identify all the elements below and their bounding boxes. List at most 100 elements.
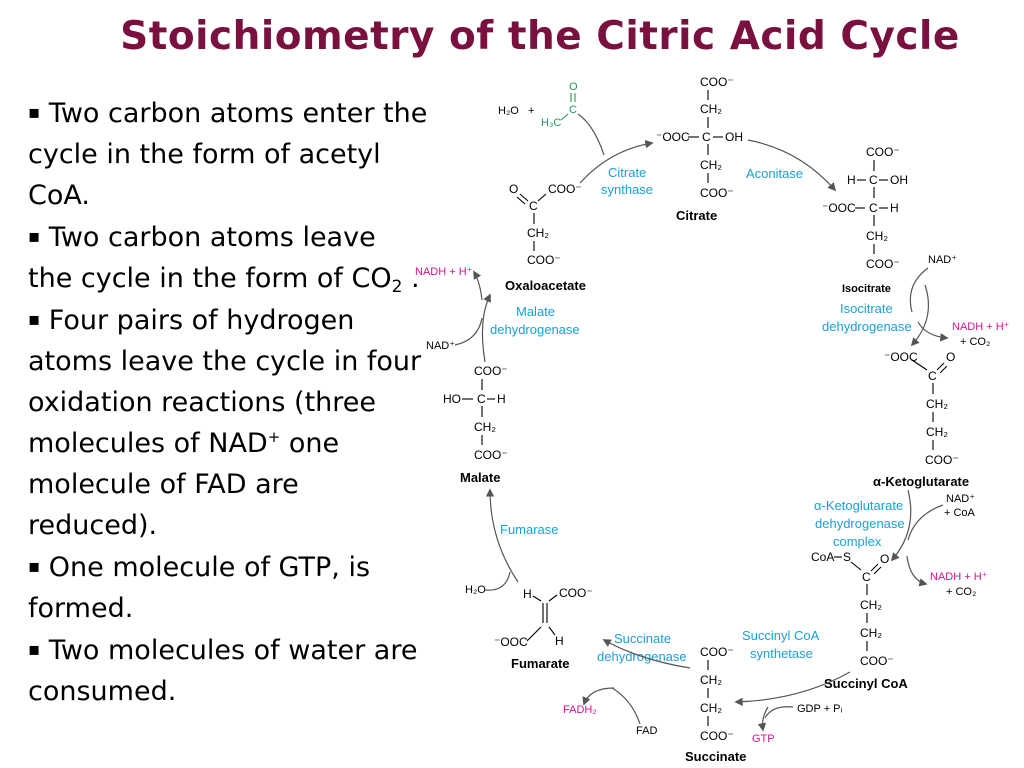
cofactor-labels: NAD⁺ NADH + H⁺ + CO₂ NAD⁺ + CoA NADH + H…	[415, 254, 1010, 745]
methylene-group: CH₂	[926, 397, 948, 411]
arrow-nad-input	[909, 267, 929, 313]
carbon-atom: C	[869, 201, 878, 215]
arrow-nad-input	[454, 317, 483, 346]
enzyme-alpha-ketoglutarate-dh-complex: complex	[833, 534, 882, 549]
nadh-label: NADH + H⁺	[930, 571, 988, 583]
enzyme-citrate-synthase: synthase	[601, 182, 653, 197]
enzyme-alpha-ketoglutarate-dh-complex: α-Ketoglutarate	[814, 498, 903, 513]
oxaloacetate-label: Oxaloacetate	[505, 278, 586, 293]
succinate-label: Succinate	[685, 749, 746, 764]
methyl-group: H₃C	[541, 117, 561, 129]
gdp-pi-label: GDP + Pᵢ	[797, 703, 843, 715]
methylene-group: CH₂	[700, 102, 722, 116]
arrow-isocitrate-to-alpha-ketoglutarate	[910, 284, 930, 347]
hydroxyl-group: OH	[725, 130, 743, 144]
bond	[911, 359, 928, 371]
bond	[537, 193, 547, 202]
carbon-atom: C	[862, 570, 871, 584]
methylene-group: CH₂	[527, 226, 549, 240]
bullet-icon: ▪	[28, 226, 41, 247]
nad-plus-label: NAD⁺	[426, 340, 455, 352]
enzyme-succinyl-coa-synthetase: synthetase	[750, 646, 813, 661]
carboxylate-group: COO⁻	[860, 654, 894, 668]
h2o-label: H₂O	[498, 105, 519, 117]
malate-label: Malate	[460, 470, 500, 485]
hydrogen-atom: H	[890, 201, 899, 215]
carboxylate-group: COO⁻	[700, 729, 734, 743]
fad-label: FAD	[636, 725, 657, 737]
nadh-label: NADH + H⁺	[952, 321, 1010, 333]
carboxylate-group: COO⁻	[866, 145, 900, 159]
bullet-icon: ▪	[28, 309, 41, 330]
arrow-nadh-output	[917, 321, 949, 342]
sulfur-atom: S	[843, 550, 851, 564]
h2o-label: H₂O	[465, 584, 486, 596]
bullet-icon: ▪	[28, 102, 41, 123]
bullet-icon: ▪	[28, 639, 41, 660]
enzyme-malate-dehydrogenase: dehydrogenase	[490, 322, 580, 337]
arrow-nadh-co2-output	[906, 555, 928, 587]
methylene-group: CH₂	[700, 673, 722, 687]
bullet-item: ▪ Two molecules of water are consumed.	[28, 629, 428, 712]
coa-label: + CoA	[944, 507, 976, 519]
arrow-h2o-input	[484, 571, 511, 591]
bullet-text: Two carbon atoms enter the cycle in the …	[28, 98, 428, 211]
subscript: 2	[391, 277, 403, 297]
keto-oxygen: O	[509, 182, 518, 196]
carbon-atom: C	[928, 369, 937, 383]
hydrogen-atom: H	[555, 634, 564, 648]
nad-plus-label: NAD⁺	[928, 254, 957, 266]
thioester-oxygen: O	[880, 552, 889, 566]
citrate-label: Citrate	[676, 208, 717, 223]
arrow-succinyl-coa-to-succinate	[734, 671, 851, 706]
fumarate-structure: H COO⁻ ⁻OOC H Fumarate	[494, 586, 593, 671]
enzyme-succinyl-coa-synthetase: Succinyl CoA	[742, 628, 820, 643]
gtp-label: GTP	[752, 733, 775, 745]
bond	[548, 594, 558, 602]
arrow-fadh2-output	[582, 687, 615, 706]
carbon-atom: C	[702, 130, 711, 144]
bullet-text: Two carbon atoms leave the cycle in the …	[28, 222, 392, 294]
bond	[532, 595, 542, 602]
enzyme-isocitrate-dehydrogenase: Isocitrate	[840, 301, 893, 316]
bullet-item: ▪ One molecule of GTP, is formed.	[28, 546, 428, 629]
carboxylate-group: COO⁻	[527, 253, 561, 267]
co2-label: + CO₂	[946, 586, 976, 598]
nadh-label: NADH + H⁺	[415, 266, 473, 278]
bullet-item: ▪ Four pairs of hydrogen atoms leave the…	[28, 299, 428, 546]
alpha-ketoglutarate-structure: ⁻OOC C O CH₂ CH₂ COO⁻ α-Ketoglutarate	[873, 350, 969, 489]
carboxylate-group: COO⁻	[866, 257, 900, 271]
arrow-oxaloacetate-to-citrate	[579, 139, 654, 184]
arrow-gtp-output	[757, 706, 769, 732]
bond	[548, 626, 556, 636]
bullet-text: Two molecules of water are consumed.	[28, 635, 418, 707]
double-bond	[516, 196, 526, 205]
methylene-group: CH₂	[866, 229, 888, 243]
carboxylate-group: COO⁻	[700, 186, 734, 200]
double-bond	[519, 193, 529, 202]
citrate-structure: COO⁻ CH₂ ⁻OOC C OH CH₂ COO⁻ Citrate	[656, 75, 743, 223]
methylene-group: CH₂	[860, 626, 882, 640]
carboxylate-group: ⁻OOC	[494, 635, 528, 649]
bond	[850, 561, 862, 571]
fadh2-label: FADH₂	[563, 704, 597, 716]
hydroxyl-group: OH	[890, 173, 908, 187]
hydrogen-atom: H	[523, 587, 532, 601]
arrow-fad-input	[611, 687, 641, 725]
enzyme-malate-dehydrogenase: Malate	[516, 304, 555, 319]
isocitrate-label: Isocitrate	[842, 283, 891, 295]
carboxylate-group: COO⁻	[700, 645, 734, 659]
methylene-group: CH₂	[474, 420, 496, 434]
arrow-fumarate-to-malate	[485, 488, 519, 583]
arrow-gdp-input	[764, 706, 794, 719]
plus-sign: +	[528, 105, 534, 117]
hydrogen-atom: H	[847, 173, 856, 187]
arrow-citrate-to-isocitrate	[747, 139, 837, 192]
enzyme-succinate-dehydrogenase: Succinate	[614, 631, 671, 646]
double-bond	[873, 566, 882, 575]
oxaloacetate-structure: O C COO⁻ CH₂ COO⁻ Oxaloacetate	[505, 182, 586, 293]
enzyme-fumarase: Fumarase	[500, 522, 559, 537]
acetyl-carbon: C	[569, 104, 577, 116]
carboxylate-group: COO⁻	[925, 453, 959, 467]
